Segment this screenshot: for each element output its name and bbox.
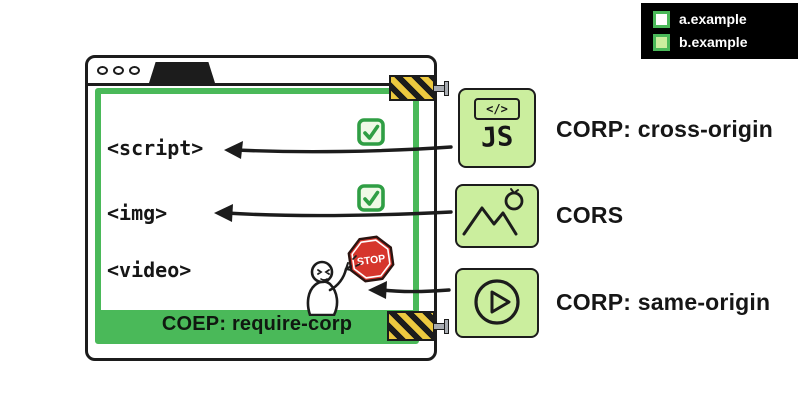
legend: a.example b.example [641, 3, 798, 59]
code-badge: </> [474, 98, 520, 120]
stop-sign-icon: STOP [347, 235, 395, 283]
js-label: JS [479, 121, 515, 154]
cors-label: CORS [556, 202, 624, 228]
clamp-stripes [387, 311, 435, 341]
video-element-text: <video> [107, 258, 192, 282]
script-element-text: <script> [107, 136, 204, 160]
checkmark-icon [357, 184, 385, 212]
a-example-swatch-icon [653, 11, 670, 28]
video-icon [455, 268, 539, 338]
stop-sign-text: STOP [356, 253, 386, 269]
clamp-stripes [389, 75, 435, 101]
window-button-icon [129, 66, 140, 75]
clamp-icon [387, 311, 451, 343]
legend-label-b: b.example [679, 34, 748, 50]
window-button-icon [97, 66, 108, 75]
play-glyph [474, 279, 520, 325]
legend-item-a-example: a.example [653, 11, 798, 28]
corp-same-origin-label: CORP: same-origin [556, 289, 771, 315]
clamp-bolt-cap [444, 319, 449, 334]
clamp-icon [389, 75, 451, 103]
coep-require-corp-bar: COEP: require-corp [101, 310, 413, 338]
checkmark-icon [357, 118, 385, 146]
img-element-text: <img> [107, 201, 168, 225]
browser-tab-icon [149, 62, 215, 83]
legend-label-a: a.example [679, 11, 747, 27]
image-icon [455, 184, 539, 248]
clamp-bolt-cap [444, 81, 449, 96]
window-button-icon [113, 66, 124, 75]
js-file-icon: </> JS [458, 88, 536, 168]
corp-cross-origin-label: CORP: cross-origin [556, 116, 774, 142]
person-blocking-icon [306, 255, 361, 316]
b-example-swatch-icon [653, 34, 670, 51]
legend-item-b-example: b.example [653, 34, 798, 51]
image-glyph [462, 188, 524, 236]
window-titlebar [88, 58, 434, 86]
